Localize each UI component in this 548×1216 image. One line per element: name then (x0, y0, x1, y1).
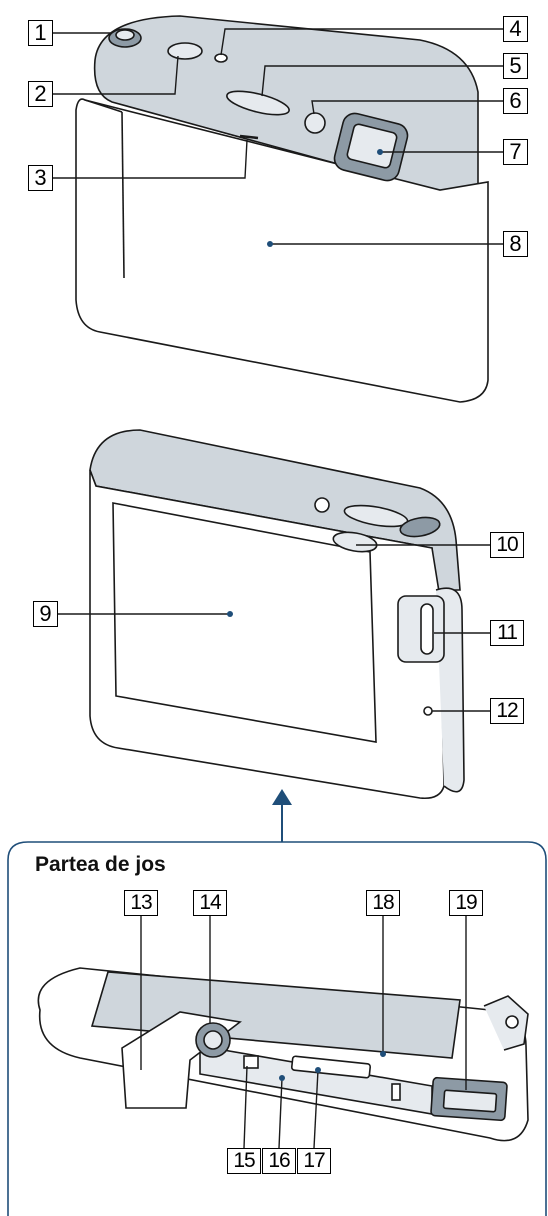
memory-card-slot (290, 1055, 372, 1079)
view-arrow-head (272, 789, 292, 805)
leader-3 (53, 139, 248, 179)
callout-19: 19 (449, 890, 483, 916)
front-grip-curve (84, 99, 123, 113)
back-top-surface (89, 429, 461, 591)
leader-6 (311, 100, 503, 115)
microphone (239, 134, 259, 140)
front-leader-lines (53, 28, 503, 245)
battery-slot-label (391, 1083, 401, 1101)
back-view (89, 429, 465, 800)
bottom-section-title: Partea de jos (35, 853, 166, 876)
callout-10: 10 (490, 532, 524, 558)
front-grip-line (121, 111, 125, 279)
shutter-button-top (115, 29, 135, 41)
strap-loop-hole (505, 1015, 519, 1029)
leader-16 (278, 1077, 283, 1149)
bottom-frame (7, 841, 547, 1216)
callout-2: 2 (28, 81, 53, 107)
dot-17 (315, 1067, 321, 1073)
back-shutter (399, 516, 441, 538)
callout-17: 17 (297, 1148, 331, 1174)
dot-7 (377, 149, 383, 155)
front-body (75, 98, 489, 403)
tripod-socket (203, 1030, 223, 1050)
leader-15 (243, 1065, 248, 1149)
callout-1: 1 (28, 20, 53, 46)
back-leader-lines (58, 544, 490, 712)
callout-13: 13 (124, 890, 158, 916)
flash-window (226, 90, 290, 116)
dot-9 (227, 611, 233, 617)
callout-15: 15 (227, 1148, 261, 1174)
af-illuminator (304, 112, 326, 134)
back-mode-dot (314, 497, 330, 513)
callout-8: 8 (503, 231, 528, 257)
dot-8 (267, 241, 273, 247)
bottom-leader-lines (140, 914, 467, 1149)
bottom-inner-panel (90, 971, 461, 1059)
leader-5 (261, 65, 503, 97)
callout-7: 7 (503, 139, 528, 165)
dot-16 (279, 1075, 285, 1081)
power-button (167, 42, 203, 60)
lcd-screen (112, 502, 377, 743)
playback-button (332, 531, 378, 553)
strap-hook-slot (420, 603, 434, 655)
callout-4: 4 (503, 16, 528, 42)
multi-connector-pins (442, 1089, 498, 1113)
callout-5: 5 (503, 53, 528, 79)
callout-12: 12 (490, 698, 524, 724)
leader-4 (220, 28, 503, 56)
access-lamp (423, 706, 433, 716)
callout-14: 14 (193, 890, 227, 916)
callout-16: 16 (262, 1148, 296, 1174)
callout-9: 9 (33, 601, 58, 627)
bottom-view (37, 967, 529, 1142)
battery-eject-lever (243, 1055, 259, 1069)
mode-dot (214, 53, 228, 63)
callout-3: 3 (28, 165, 53, 191)
leader-2 (53, 55, 179, 95)
front-view (75, 15, 489, 403)
leader-17 (313, 1069, 319, 1149)
dot-18 (380, 1051, 386, 1057)
callout-11: 11 (490, 620, 524, 646)
callout-18: 18 (366, 890, 400, 916)
callout-6: 6 (503, 88, 528, 114)
